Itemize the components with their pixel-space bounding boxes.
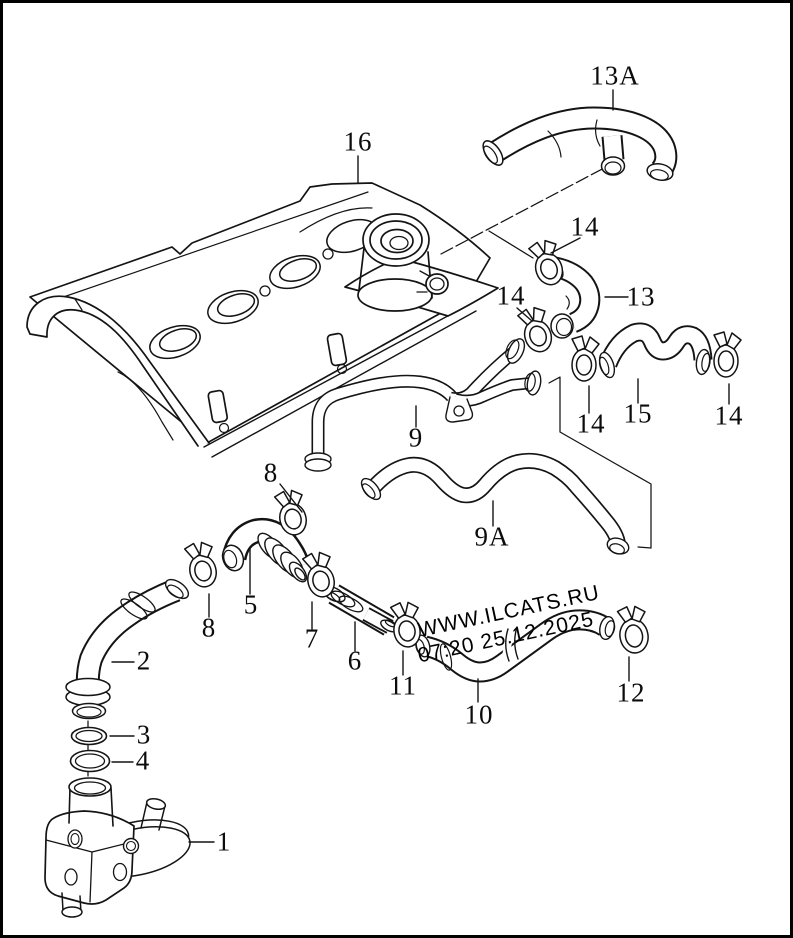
clamp-14-drawing	[713, 331, 742, 378]
leader-line	[516, 307, 533, 322]
breather-hose-15-drawing	[598, 322, 713, 379]
clamp-11-drawing	[389, 601, 421, 648]
clamp-12-drawing	[616, 605, 649, 654]
clamp-8-drawing	[183, 541, 217, 588]
oil-filler-neck	[344, 213, 499, 317]
part-callout-6-14[interactable]: 6	[347, 645, 363, 676]
clamp-8-drawing	[273, 489, 307, 536]
clamps	[183, 239, 742, 654]
rail-post	[207, 389, 229, 424]
part-callout-3-19[interactable]: 3	[136, 719, 152, 750]
part-callout-8-12[interactable]: 8	[201, 612, 217, 643]
breather-hose-9a-drawing	[360, 452, 630, 555]
clamp-7-drawing	[301, 551, 335, 598]
part-callout-15-5[interactable]: 15	[623, 398, 653, 429]
clamp-14-drawing	[528, 239, 564, 286]
part-callout-13-3[interactable]: 13	[626, 281, 656, 312]
part-callout-1-21[interactable]: 1	[216, 826, 232, 857]
part-callout-4-20[interactable]: 4	[135, 745, 151, 776]
leader-line	[279, 483, 303, 513]
seal-ring-4-drawing	[69, 749, 111, 773]
part-callout-8-9[interactable]: 8	[263, 457, 279, 488]
breather-hose-13a-drawing	[482, 106, 678, 182]
valve-cover-drawing	[26, 182, 499, 458]
breather-pipe-9-drawing	[304, 338, 542, 472]
part-callout-9-8[interactable]: 9	[408, 422, 424, 453]
part-callout-13a-1[interactable]: 13A	[590, 60, 640, 91]
part-callout-16-0[interactable]: 16	[343, 126, 373, 157]
part-callout-9a-10[interactable]: 9A	[474, 521, 510, 552]
callout-leader-lines	[109, 89, 730, 843]
leader-line	[550, 237, 581, 254]
clamp-14-drawing	[571, 335, 600, 382]
part-callout-2-18[interactable]: 2	[136, 645, 152, 676]
seal-ring-3-drawing	[70, 726, 108, 746]
clamp-14-drawing	[517, 306, 553, 353]
part-callout-14-2[interactable]: 14	[570, 211, 600, 242]
part-callout-14-6[interactable]: 14	[714, 400, 744, 431]
part-callout-5-11[interactable]: 5	[243, 589, 259, 620]
breather-hose-10-drawing	[415, 609, 616, 683]
breather-hose-2-drawing	[65, 578, 190, 720]
part-callout-11-15[interactable]: 11	[389, 670, 417, 701]
oil-separator-1-drawing	[44, 777, 191, 918]
part-callout-7-13[interactable]: 7	[304, 623, 320, 654]
elbow-connector-5-drawing	[221, 517, 311, 583]
part-callout-12-17[interactable]: 12	[616, 677, 646, 708]
part-callout-10-16[interactable]: 10	[464, 699, 494, 730]
part-callout-14-7[interactable]: 14	[576, 408, 606, 439]
part-callout-14-4[interactable]: 14	[496, 280, 526, 311]
connector-pipe-6-drawing	[322, 584, 398, 636]
